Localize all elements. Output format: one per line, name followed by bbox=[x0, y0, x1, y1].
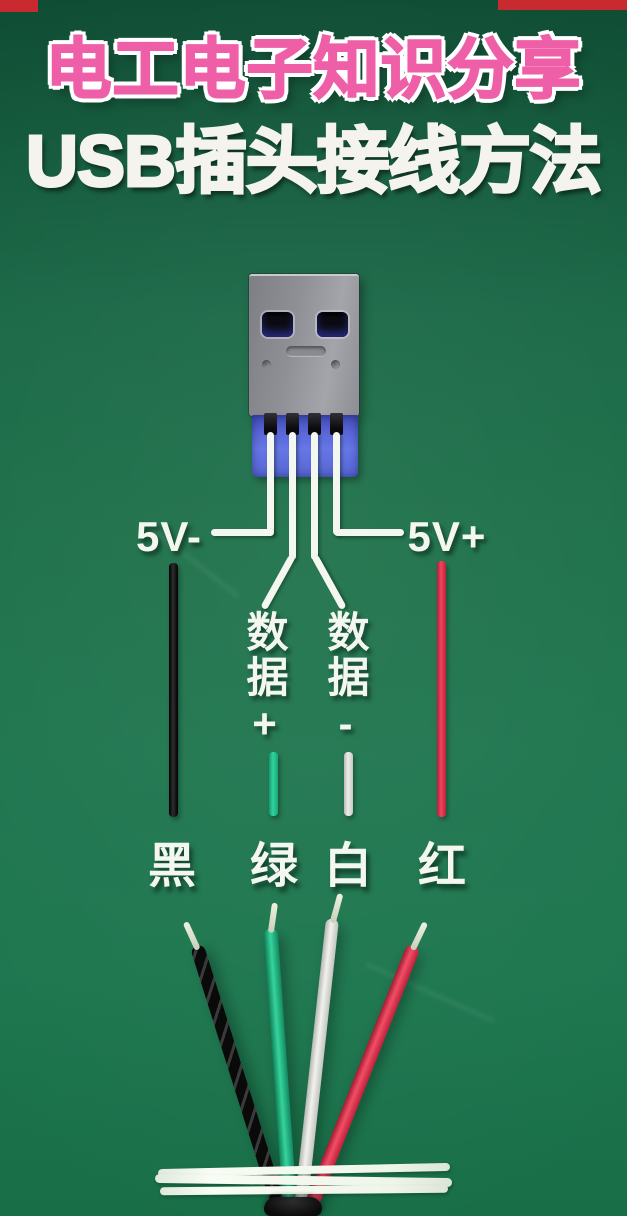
label-data-plus: 数据+ bbox=[241, 610, 288, 750]
cable-jacket bbox=[264, 1197, 322, 1216]
lead-line-to-data-plus bbox=[260, 554, 296, 611]
label-color-white: 白 bbox=[323, 840, 373, 893]
wire-white-segment bbox=[344, 752, 353, 816]
usb-window-left bbox=[262, 312, 293, 337]
usb-oval-slot bbox=[286, 346, 326, 357]
wire-green-segment bbox=[269, 752, 278, 816]
lead-line-to-5v-minus bbox=[211, 529, 274, 536]
label-5v-minus: 5V- bbox=[135, 513, 203, 560]
lead-line-to-data-minus bbox=[311, 554, 347, 611]
usb-pin-4 bbox=[330, 413, 343, 435]
photo-wire-white-bare-tip bbox=[329, 893, 343, 924]
photo-wire-green-bare-tip bbox=[267, 902, 278, 934]
label-color-red: 红 bbox=[417, 840, 467, 893]
usb-pin-3 bbox=[308, 413, 321, 435]
lead-line-to-5v-plus bbox=[334, 529, 404, 536]
page-subtitle: USB插头接线方法 bbox=[24, 121, 603, 204]
photo-wire-black-bare-tip bbox=[182, 921, 201, 951]
label-color-black: 黑 bbox=[147, 840, 197, 893]
top-red-strip-left bbox=[0, 0, 38, 12]
label-color-green: 绿 bbox=[249, 840, 299, 893]
usb-pin-2 bbox=[286, 413, 299, 435]
lead-line-pin1 bbox=[267, 432, 274, 535]
page-title: 电工电子知识分享 bbox=[45, 31, 582, 107]
label-data-minus: 数据- bbox=[322, 610, 369, 750]
usb-pin-1 bbox=[264, 413, 277, 435]
lead-line-pin4 bbox=[333, 432, 340, 535]
usb-dimple-left bbox=[262, 360, 271, 369]
top-red-strip-right bbox=[498, 0, 627, 10]
wire-red-long bbox=[437, 561, 446, 817]
usb-dimple-right bbox=[331, 360, 340, 369]
lead-line-pin3 bbox=[311, 432, 318, 560]
photo-wire-red-bare-tip bbox=[409, 921, 429, 952]
usb-connector-shell bbox=[249, 274, 359, 416]
label-5v-plus: 5V+ bbox=[407, 513, 487, 560]
wire-black-long bbox=[169, 563, 178, 817]
shield-braid-strand bbox=[159, 1184, 449, 1196]
usb-window-right bbox=[317, 312, 348, 337]
lead-line-pin2 bbox=[289, 432, 296, 560]
